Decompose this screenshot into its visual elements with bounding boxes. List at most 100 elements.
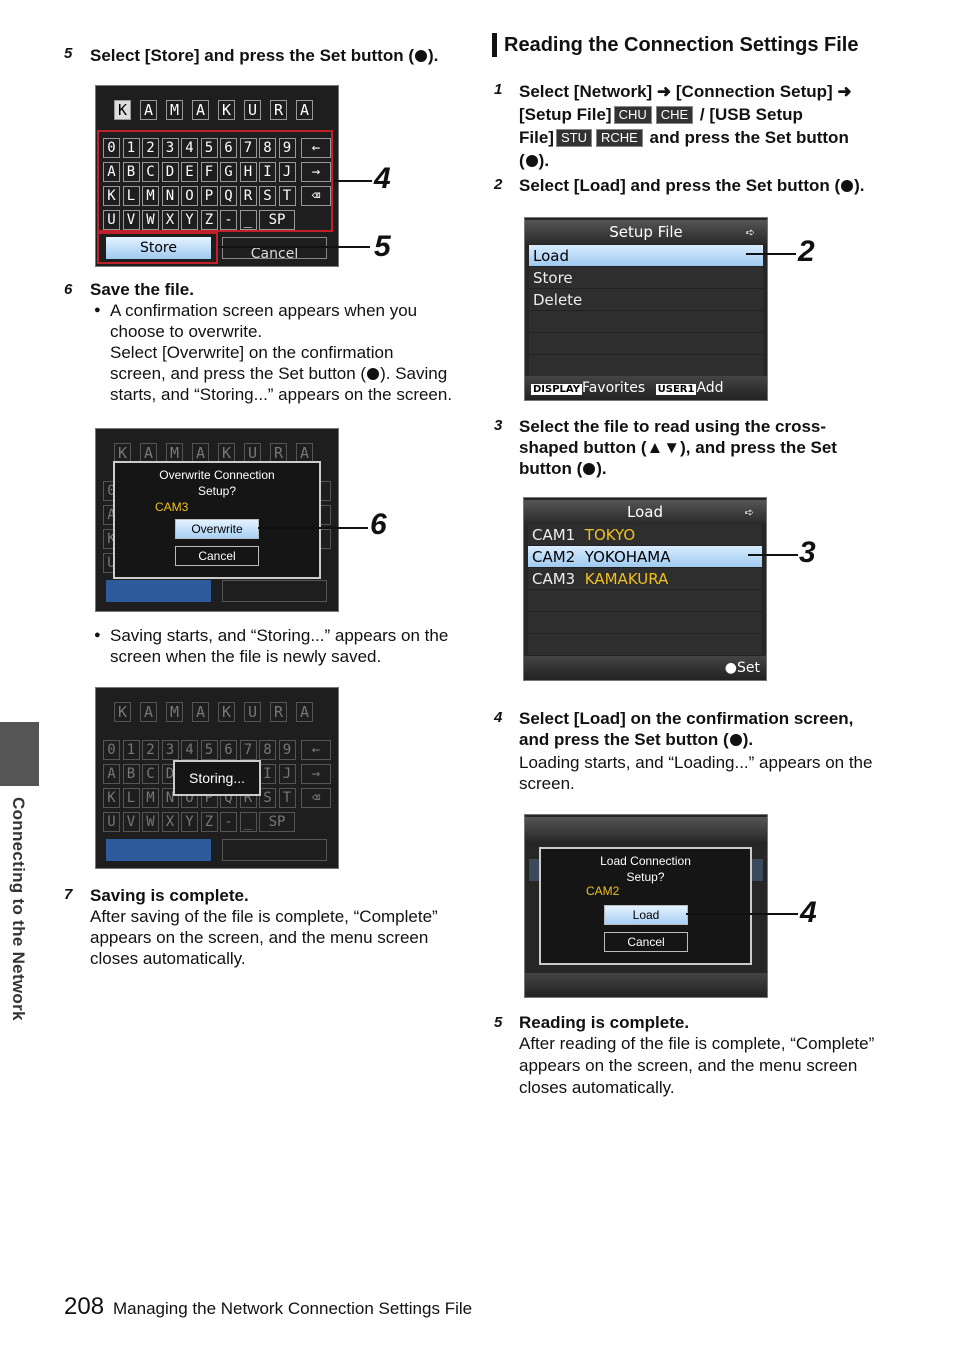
keyboard-key[interactable]: Y	[181, 210, 198, 230]
keyboard-key[interactable]: E	[181, 162, 198, 182]
keyboard-key[interactable]: O	[181, 186, 198, 206]
keyboard-key[interactable]: C	[142, 162, 159, 182]
keyboard-key[interactable]: F	[200, 162, 218, 182]
cancel-button[interactable]: Cancel	[175, 546, 259, 566]
keyboard-key[interactable]: C	[142, 764, 159, 784]
keyboard-key[interactable]: 0	[103, 138, 120, 158]
cancel-button[interactable]: Cancel	[604, 932, 688, 952]
menu-title: Load	[524, 500, 766, 524]
keyboard-key[interactable]: 0	[103, 740, 120, 760]
keyboard-key[interactable]: N	[161, 788, 179, 808]
keyboard-key[interactable]: D	[161, 162, 179, 182]
cancel-button[interactable]: Cancel	[222, 237, 327, 259]
keyboard-key[interactable]: SP	[259, 812, 295, 832]
keyboard-key[interactable]: H	[239, 162, 257, 182]
keyboard-key[interactable]: 5	[200, 740, 218, 760]
keyboard-key[interactable]: 3	[161, 740, 179, 760]
keyboard-key[interactable]: 2	[142, 740, 159, 760]
keyboard-key[interactable]: V	[122, 210, 140, 230]
keyboard-key[interactable]: L	[122, 788, 140, 808]
keyboard-key[interactable]: 1	[122, 740, 140, 760]
name-char: K	[218, 702, 235, 722]
keyboard-key[interactable]: B	[122, 764, 140, 784]
keyboard-key[interactable]: B	[122, 162, 140, 182]
keyboard-key[interactable]: 5	[200, 138, 218, 158]
keyboard-key[interactable]: ←	[301, 740, 331, 760]
keyboard-key[interactable]: 9	[278, 740, 296, 760]
keyboard-key[interactable]: 4	[181, 138, 198, 158]
file-row[interactable]: CAM1 TOKYO	[528, 524, 762, 546]
keyboard-key[interactable]: M	[142, 788, 159, 808]
file-row[interactable]: CAM3 KAMAKURA	[528, 568, 762, 590]
keyboard-key[interactable]: Z	[200, 210, 218, 230]
keyboard-key[interactable]: 8	[259, 138, 276, 158]
store-button[interactable]: Store	[106, 237, 211, 259]
menu-item-delete[interactable]: Delete	[529, 289, 763, 311]
keyboard-key[interactable]: I	[259, 162, 276, 182]
keyboard-key[interactable]: 9	[278, 138, 296, 158]
keyboard-key[interactable]: P	[200, 186, 218, 206]
return-icon: ➪	[745, 227, 755, 239]
keyboard-key[interactable]: T	[278, 788, 296, 808]
keyboard-key[interactable]: A	[103, 764, 120, 784]
keyboard-key[interactable]: 7	[239, 138, 257, 158]
keyboard-key[interactable]: X	[161, 210, 179, 230]
keyboard-key[interactable]: _	[239, 812, 257, 832]
keyboard-key[interactable]: -	[220, 812, 237, 832]
keyboard-key[interactable]: _	[239, 210, 257, 230]
keyboard-key[interactable]: SP	[259, 210, 295, 230]
keyboard-key[interactable]: -	[220, 210, 237, 230]
keyboard-key[interactable]: W	[142, 812, 159, 832]
keyboard-key[interactable]: 6	[220, 138, 237, 158]
keyboard-key[interactable]: U	[103, 210, 120, 230]
keyboard-key[interactable]: R	[239, 186, 257, 206]
keyboard-key[interactable]: K	[103, 788, 120, 808]
keyboard-key[interactable]: ←	[301, 138, 331, 158]
callout-4: 4	[374, 162, 391, 195]
keyboard-key[interactable]: N	[161, 186, 179, 206]
keyboard-key[interactable]: A	[103, 162, 120, 182]
step-7-title: Saving is complete.	[90, 886, 249, 905]
keyboard-key[interactable]: V	[122, 812, 140, 832]
keyboard-key[interactable]: ⌫	[301, 788, 331, 808]
keyboard-key[interactable]: 3	[161, 138, 179, 158]
keyboard-key[interactable]: 4	[181, 740, 198, 760]
name-char: M	[166, 100, 183, 120]
keyboard-key[interactable]: U	[103, 812, 120, 832]
keyboard-key[interactable]: J	[278, 764, 296, 784]
keyboard-key[interactable]: W	[142, 210, 159, 230]
set-hint: ●Set	[524, 656, 766, 680]
keyboard-key[interactable]: K	[103, 186, 120, 206]
keyboard-key[interactable]: Q	[220, 186, 237, 206]
keyboard-key[interactable]: 1	[122, 138, 140, 158]
keyboard-key[interactable]: →	[301, 764, 331, 784]
r-step-2-number: 2	[494, 176, 503, 193]
keyboard-key[interactable]: X	[161, 812, 179, 832]
keyboard-key[interactable]: I	[259, 764, 276, 784]
keyboard-key[interactable]: 6	[220, 740, 237, 760]
keyboard-key[interactable]: →	[301, 162, 331, 182]
keyboard-key[interactable]: ⌫	[301, 186, 331, 206]
keyboard-key[interactable]: S	[259, 788, 276, 808]
overwrite-button[interactable]: Overwrite	[175, 519, 259, 539]
keyboard-key[interactable]: M	[142, 186, 159, 206]
keyboard-key[interactable]: G	[220, 162, 237, 182]
name-char: A	[192, 702, 209, 722]
menu-item-load[interactable]: Load	[529, 245, 763, 267]
load-button[interactable]: Load	[604, 905, 688, 925]
keyboard-key[interactable]: 8	[259, 740, 276, 760]
menu-item-store[interactable]: Store	[529, 267, 763, 289]
leader-line-4r	[686, 913, 798, 915]
dimmed-footer	[525, 973, 767, 997]
keyboard-key[interactable]: Y	[181, 812, 198, 832]
keyboard-key[interactable]: 2	[142, 138, 159, 158]
keyboard-key[interactable]: 7	[239, 740, 257, 760]
step-6-title: Save the file.	[90, 280, 194, 299]
keyboard-key[interactable]: S	[259, 186, 276, 206]
file-row-selected[interactable]: CAM2 YOKOHAMA	[528, 546, 762, 568]
user1-tag: USER1	[655, 384, 697, 395]
keyboard-key[interactable]: Z	[200, 812, 218, 832]
keyboard-key[interactable]: T	[278, 186, 296, 206]
keyboard-key[interactable]: J	[278, 162, 296, 182]
keyboard-key[interactable]: L	[122, 186, 140, 206]
